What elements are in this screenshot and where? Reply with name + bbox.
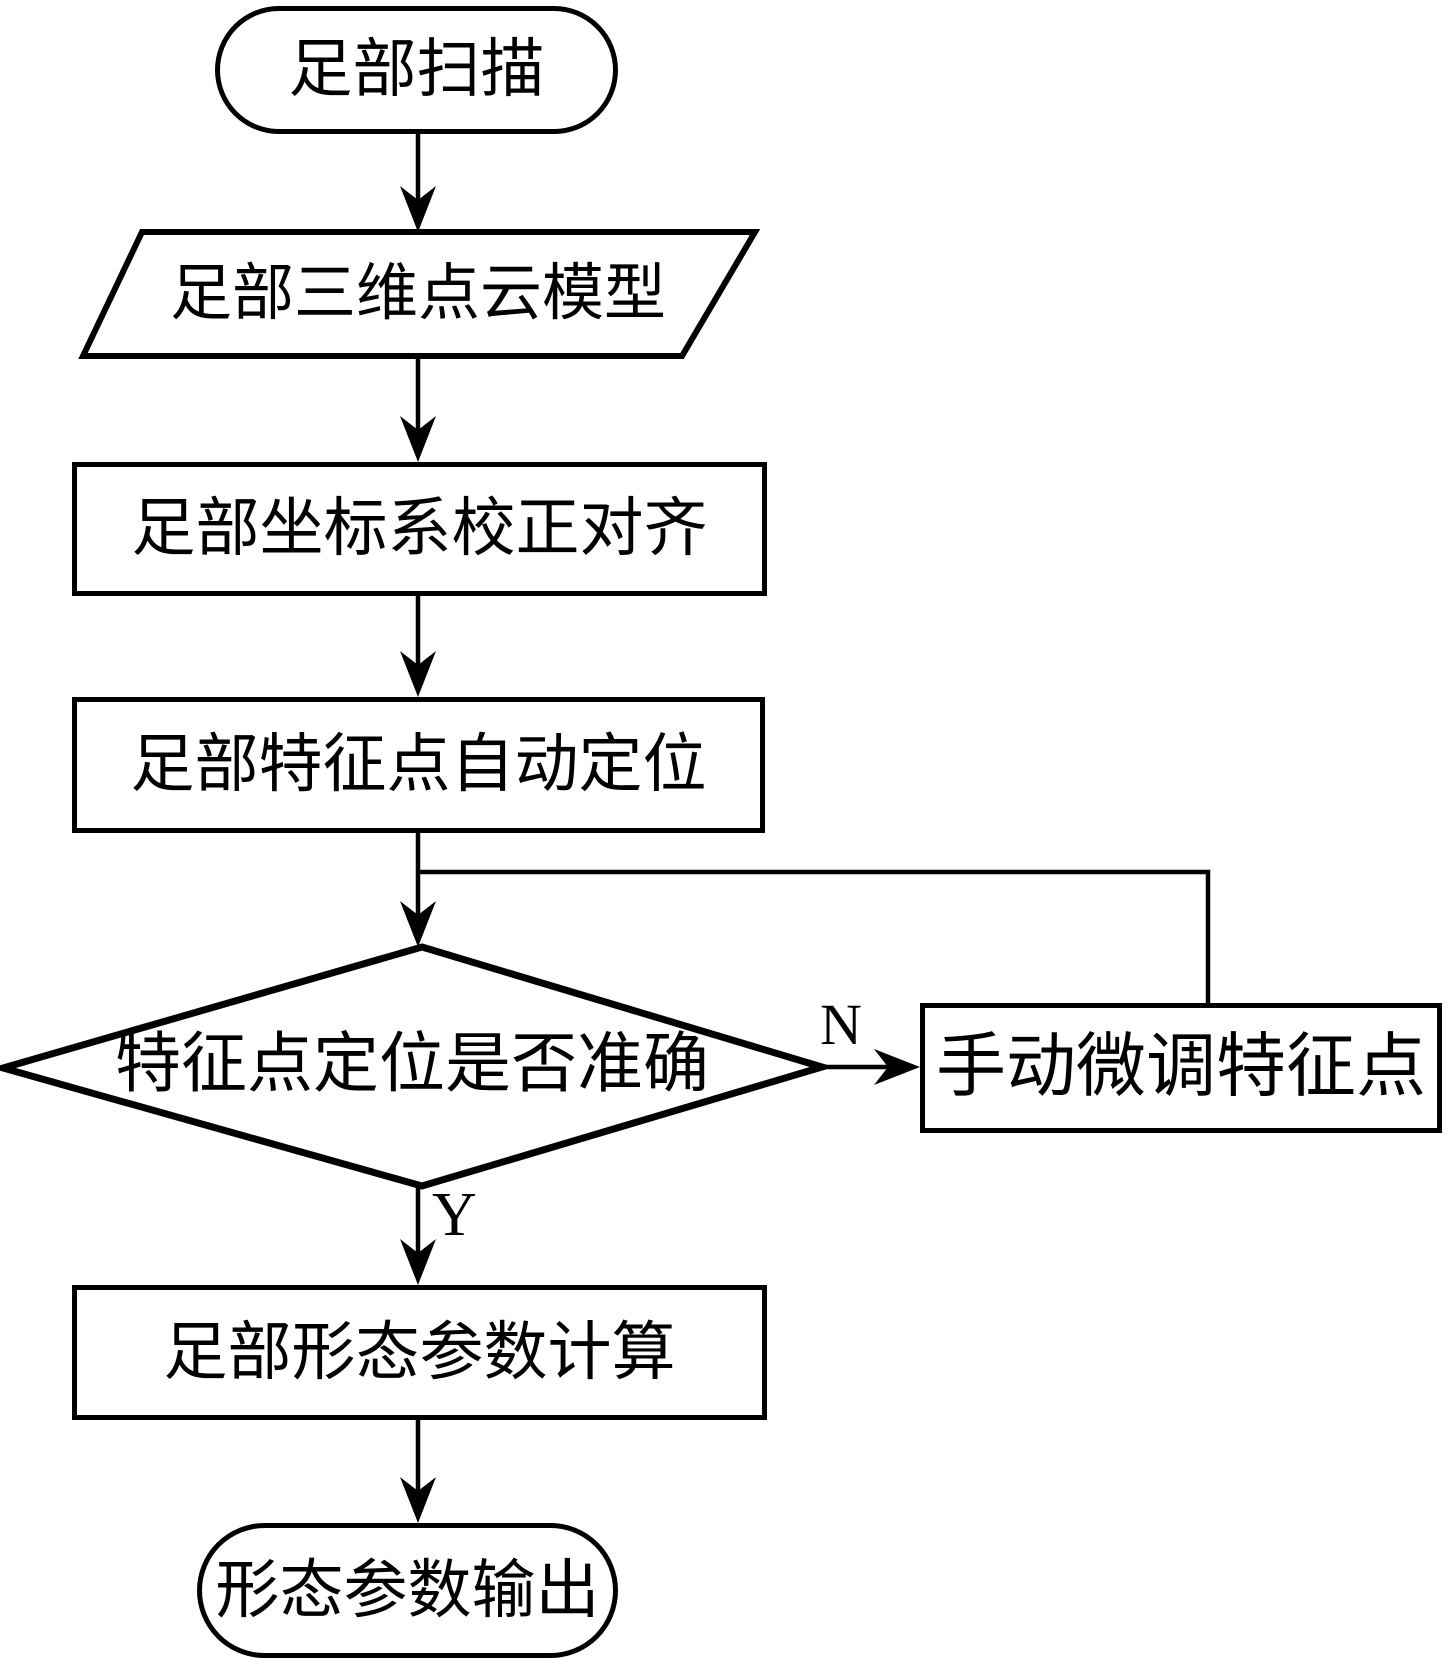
arrowhead-into-output <box>400 1477 436 1523</box>
node-start: 足部扫描 <box>215 6 618 134</box>
arrowhead-into-pointcloud <box>400 186 436 232</box>
node-auto-locate-label: 足部特征点自动定位 <box>130 729 707 800</box>
node-decision-label: 特征点定位是否准确 <box>115 1028 709 1101</box>
node-manual-adjust: 手动微调特征点 <box>920 1003 1442 1133</box>
node-point-cloud: 足部三维点云模型 <box>118 234 718 354</box>
arrowhead-into-autolocate <box>400 651 436 697</box>
edge-label-yes-text: Y <box>432 1181 477 1249</box>
node-align-label: 足部坐标系校正对齐 <box>131 493 708 564</box>
node-point-cloud-label: 足部三维点云模型 <box>169 260 666 328</box>
decision-diamond-shape <box>0 943 835 1190</box>
edge-label-yes: Y <box>432 1184 477 1246</box>
io-parallelogram-shape <box>78 229 761 359</box>
edge-label-no-text: N <box>820 992 862 1057</box>
arrowhead-into-compute <box>400 1239 436 1285</box>
arrowhead-into-manualadjust <box>874 1049 920 1085</box>
node-start-label: 足部扫描 <box>288 34 545 105</box>
node-compute-label: 足部形态参数计算 <box>163 1316 676 1388</box>
edge-label-no: N <box>820 996 862 1054</box>
edge-manualadjust-feedback <box>418 869 1211 1003</box>
node-align: 足部坐标系校正对齐 <box>72 462 767 596</box>
arrowhead-into-align <box>400 416 436 462</box>
node-compute: 足部形态参数计算 <box>72 1285 767 1420</box>
node-manual-adjust-label: 手动微调特征点 <box>936 1029 1426 1106</box>
node-decision: 特征点定位是否准确 <box>32 998 792 1132</box>
arrowhead-into-decision <box>400 901 436 947</box>
node-output: 形态参数输出 <box>197 1523 618 1658</box>
node-output-label: 形态参数输出 <box>215 1554 600 1626</box>
node-auto-locate: 足部特征点自动定位 <box>72 697 765 833</box>
